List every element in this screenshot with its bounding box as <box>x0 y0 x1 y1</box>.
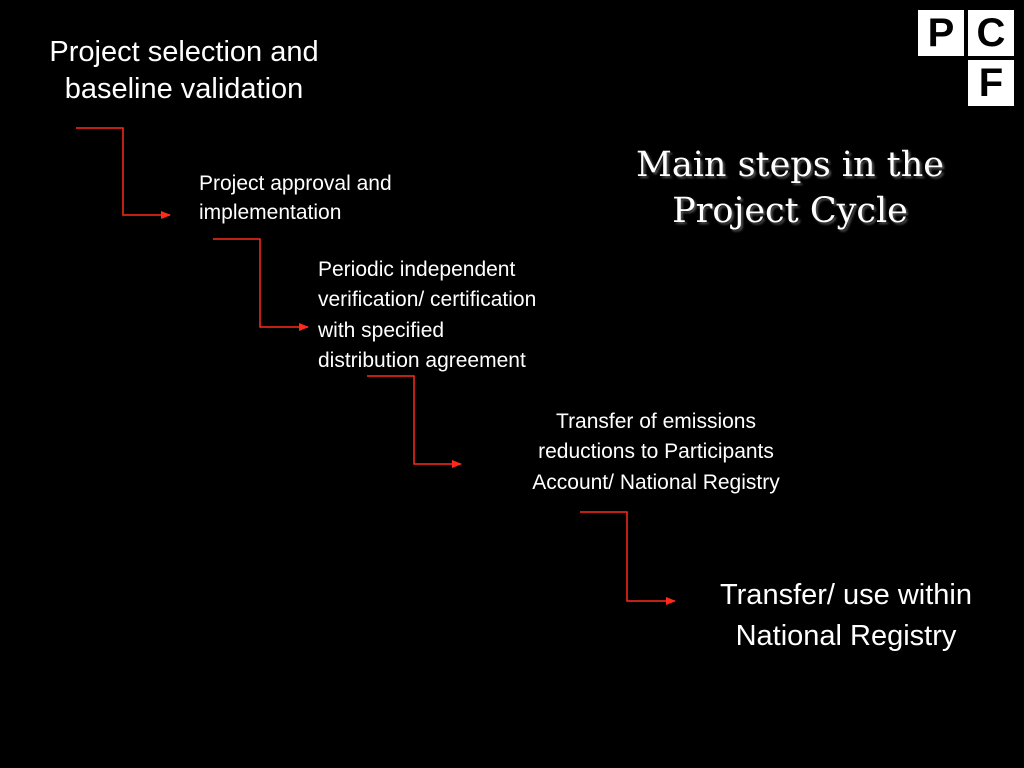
connector-arrow-4 <box>580 511 676 605</box>
connector-arrow-3 <box>367 375 462 468</box>
step-periodic-verification: Periodic independent verification/ certi… <box>318 258 537 373</box>
step-project-selection: Project selection and baseline validatio… <box>49 36 319 106</box>
logo-letter-p: P <box>918 10 964 56</box>
pcf-logo: P C F <box>916 8 1018 110</box>
connector-arrow-1 <box>76 127 171 219</box>
logo-letter-c: C <box>968 10 1014 56</box>
connector-arrow-2 <box>213 238 309 331</box>
logo-letter-f: F <box>968 60 1014 106</box>
step-transfer-emissions: Transfer of emissions reductions to Part… <box>532 410 780 494</box>
step-project-approval: Project approval and implementation <box>199 172 392 225</box>
step-transfer-use-registry: Transfer/ use within National Registry <box>720 579 972 652</box>
slide-title: Main steps in the Project Cycle <box>636 145 944 231</box>
